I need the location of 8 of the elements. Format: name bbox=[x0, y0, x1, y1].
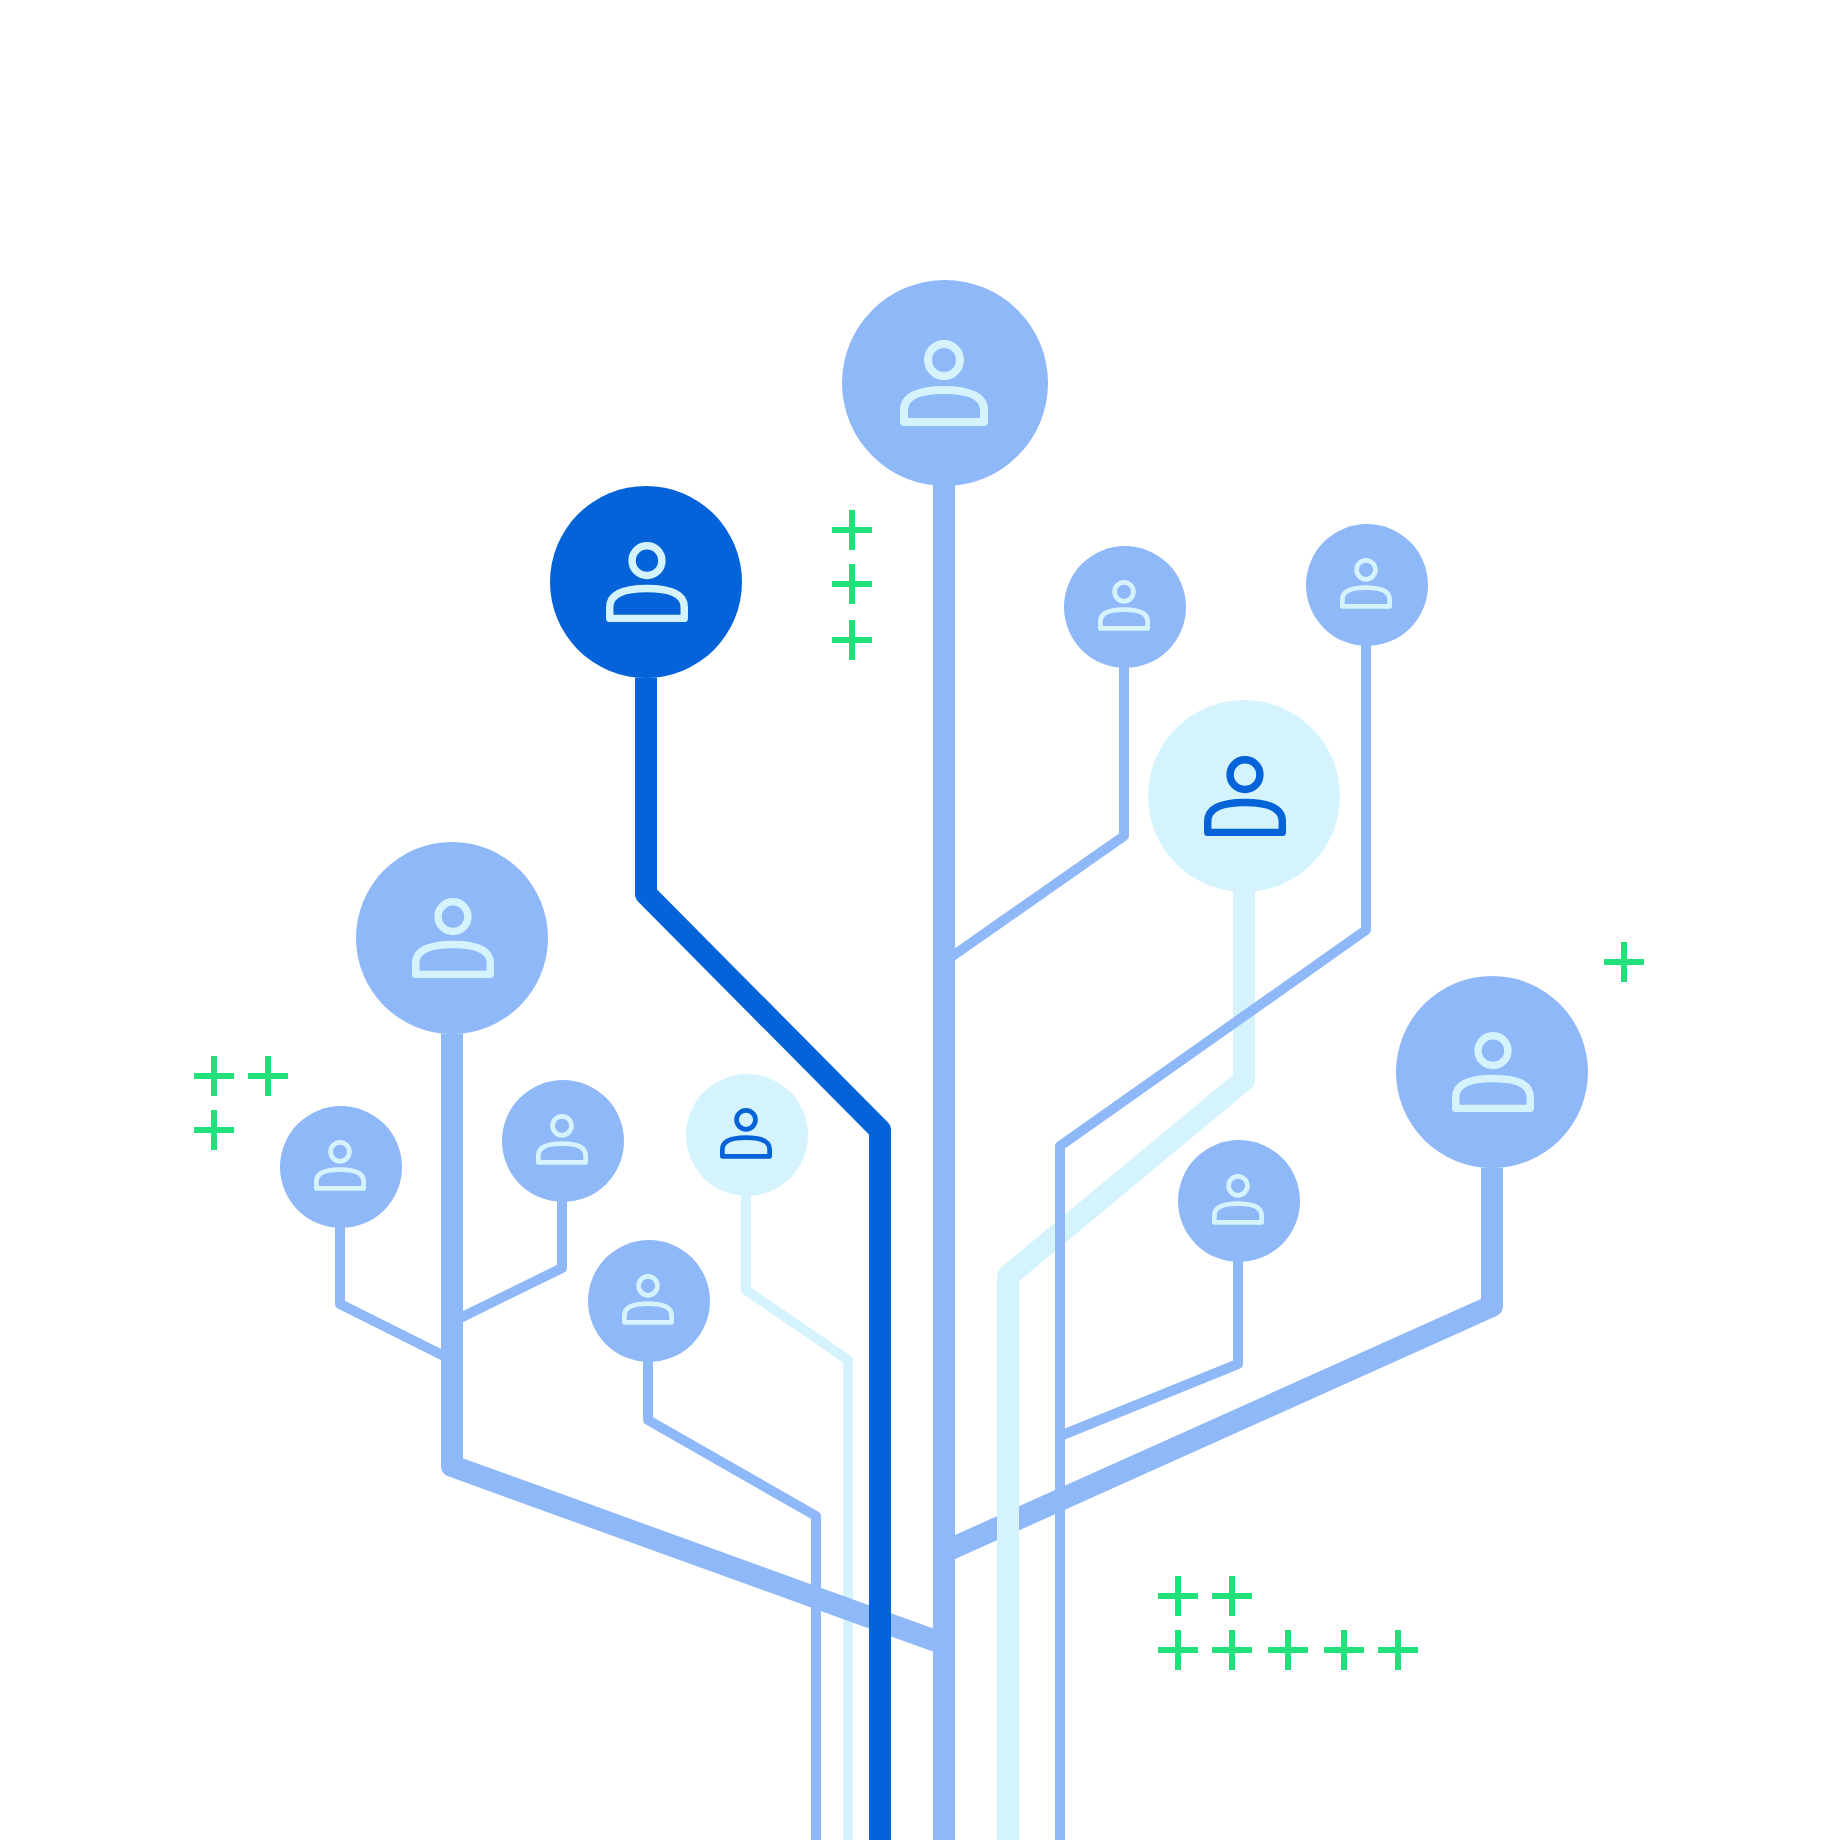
connector-line bbox=[635, 678, 891, 1840]
connector-line bbox=[741, 1195, 853, 1840]
connector-line bbox=[997, 892, 1255, 1840]
connector-line bbox=[1055, 645, 1371, 1840]
connector-line bbox=[933, 1552, 955, 1644]
connector-line bbox=[933, 1644, 955, 1840]
connector-line bbox=[933, 485, 955, 1552]
connector-line bbox=[643, 1361, 821, 1840]
